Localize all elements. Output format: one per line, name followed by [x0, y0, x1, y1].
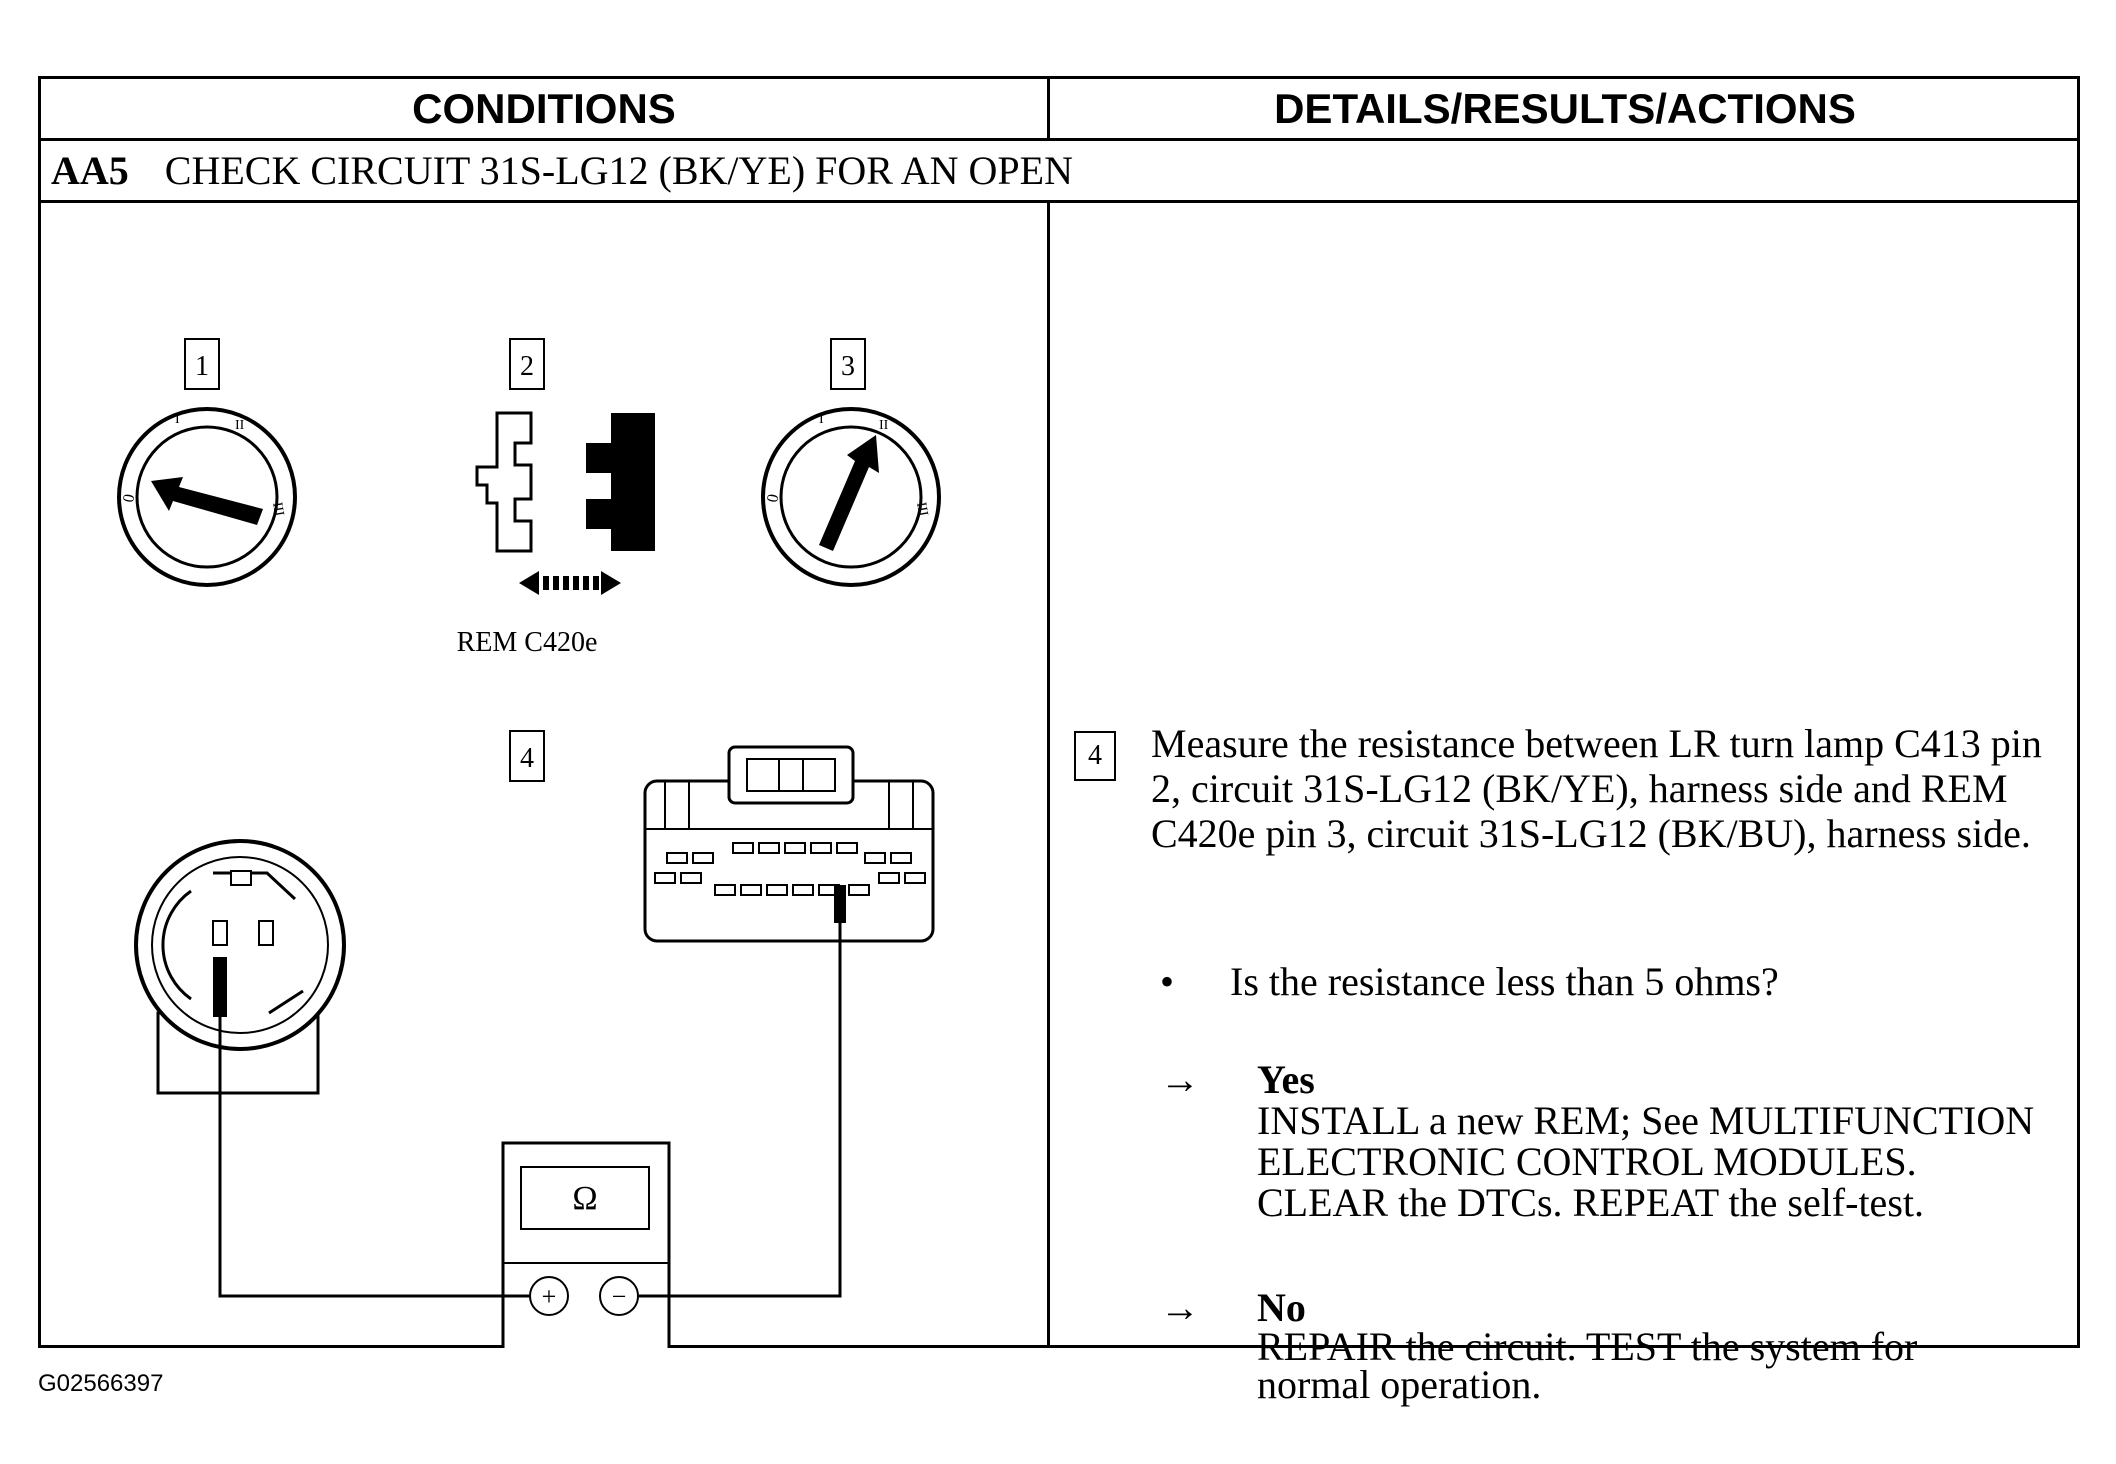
callout-4-label: 4 [520, 743, 534, 774]
step-title: CHECK CIRCUIT 31S-LG12 (BK/YE) FOR AN OP… [164, 148, 1073, 193]
step-title-row: AA5 CHECK CIRCUIT 31S-LG12 (BK/YE) FOR A… [41, 141, 2077, 203]
header-divider [1047, 79, 1050, 138]
switch-pos-1: I [175, 412, 180, 427]
question-text: Is the resistance less than 5 ohms? [1230, 959, 1779, 1004]
connector-label: REM C420e [457, 627, 598, 658]
details-step-number: 4 [1074, 731, 1116, 781]
meter-minus: − [612, 1282, 627, 1311]
yes-label: Yes [1257, 1057, 1315, 1102]
switch-pos-3: III [269, 501, 286, 518]
no-action-line: normal operation. [1257, 1362, 1542, 1407]
switch-pointer-off [151, 477, 263, 525]
no-label: No [1257, 1285, 1306, 1330]
ignition-switch-off-icon: 0 I II III [117, 407, 297, 587]
switch-run-pos-1: I [819, 412, 824, 427]
callout-2-label: 2 [520, 351, 534, 382]
yes-action-line: CLEAR the DTCs. REPEAT the self-test. [1257, 1180, 1924, 1225]
callout-4: 4 [509, 730, 545, 782]
multi-pin-connector-icon [643, 745, 935, 943]
diagram-svg: 1 2 3 4 0 I II [117, 338, 941, 1353]
no-action-line: REPAIR the circuit. TEST the system for [1257, 1324, 1918, 1369]
switch-run-pos-2: II [879, 418, 889, 433]
conditions-header: CONDITIONS [412, 84, 676, 132]
switch-run-pos-0: 0 [764, 493, 782, 504]
bullet-icon: • [1160, 959, 1175, 1004]
procedure-table: CONDITIONS DETAILS/RESULTS/ACTIONS AA5 C… [38, 76, 2080, 1405]
ignition-switch-run-icon: 0 I II III [761, 407, 941, 587]
meter-symbol: Ω [572, 1180, 597, 1217]
callout-3-label: 3 [841, 351, 855, 382]
callout-3: 3 [830, 338, 866, 390]
table-header: CONDITIONS DETAILS/RESULTS/ACTIONS [41, 79, 2077, 141]
yes-action-line: INSTALL a new REM; See MULTIFUNCTION [1257, 1098, 2035, 1143]
yes-action: INSTALL a new REM; See MULTIFUNCTION ELE… [1257, 1100, 2072, 1223]
yes-action-line: ELECTRONIC CONTROL MODULES. [1257, 1139, 1917, 1184]
arrow-right-icon: → [1160, 1057, 1200, 1102]
details-header: DETAILS/RESULTS/ACTIONS [1274, 84, 1856, 132]
conditions-diagram: 1 2 3 4 0 I II [41, 203, 1047, 1353]
test-lead-negative [638, 923, 842, 1298]
test-lead-positive [218, 1017, 530, 1298]
switch-pos-2: II [235, 418, 245, 433]
column-divider [1047, 203, 1050, 1348]
no-action: REPAIR the circuit. TEST the system for … [1257, 1324, 2072, 1407]
callout-1-label: 1 [195, 351, 209, 382]
switch-run-pos-3: III [913, 501, 930, 518]
step-code: AA5 [51, 148, 129, 193]
measurement-instruction: Measure the resistance between LR turn l… [1151, 721, 2042, 856]
arrow-right-icon: → [1160, 1285, 1200, 1330]
meter-plus: + [542, 1282, 557, 1311]
figure-id: G02566397 [38, 1370, 164, 1397]
callout-1: 1 [184, 338, 220, 390]
question-row: • Is the resistance less than 5 ohms? [1160, 959, 2060, 1004]
switch-pos-0: 0 [120, 493, 138, 504]
ohmmeter-icon: Ω + − [501, 1141, 671, 1353]
lamp-socket-icon [134, 839, 346, 1095]
switch-pointer-run [819, 435, 879, 551]
callout-2: 2 [509, 338, 545, 390]
details-column: 4 Measure the resistance between LR turn… [1050, 203, 2080, 1405]
connector-disconnect-icon: REM C420e [457, 411, 655, 658]
